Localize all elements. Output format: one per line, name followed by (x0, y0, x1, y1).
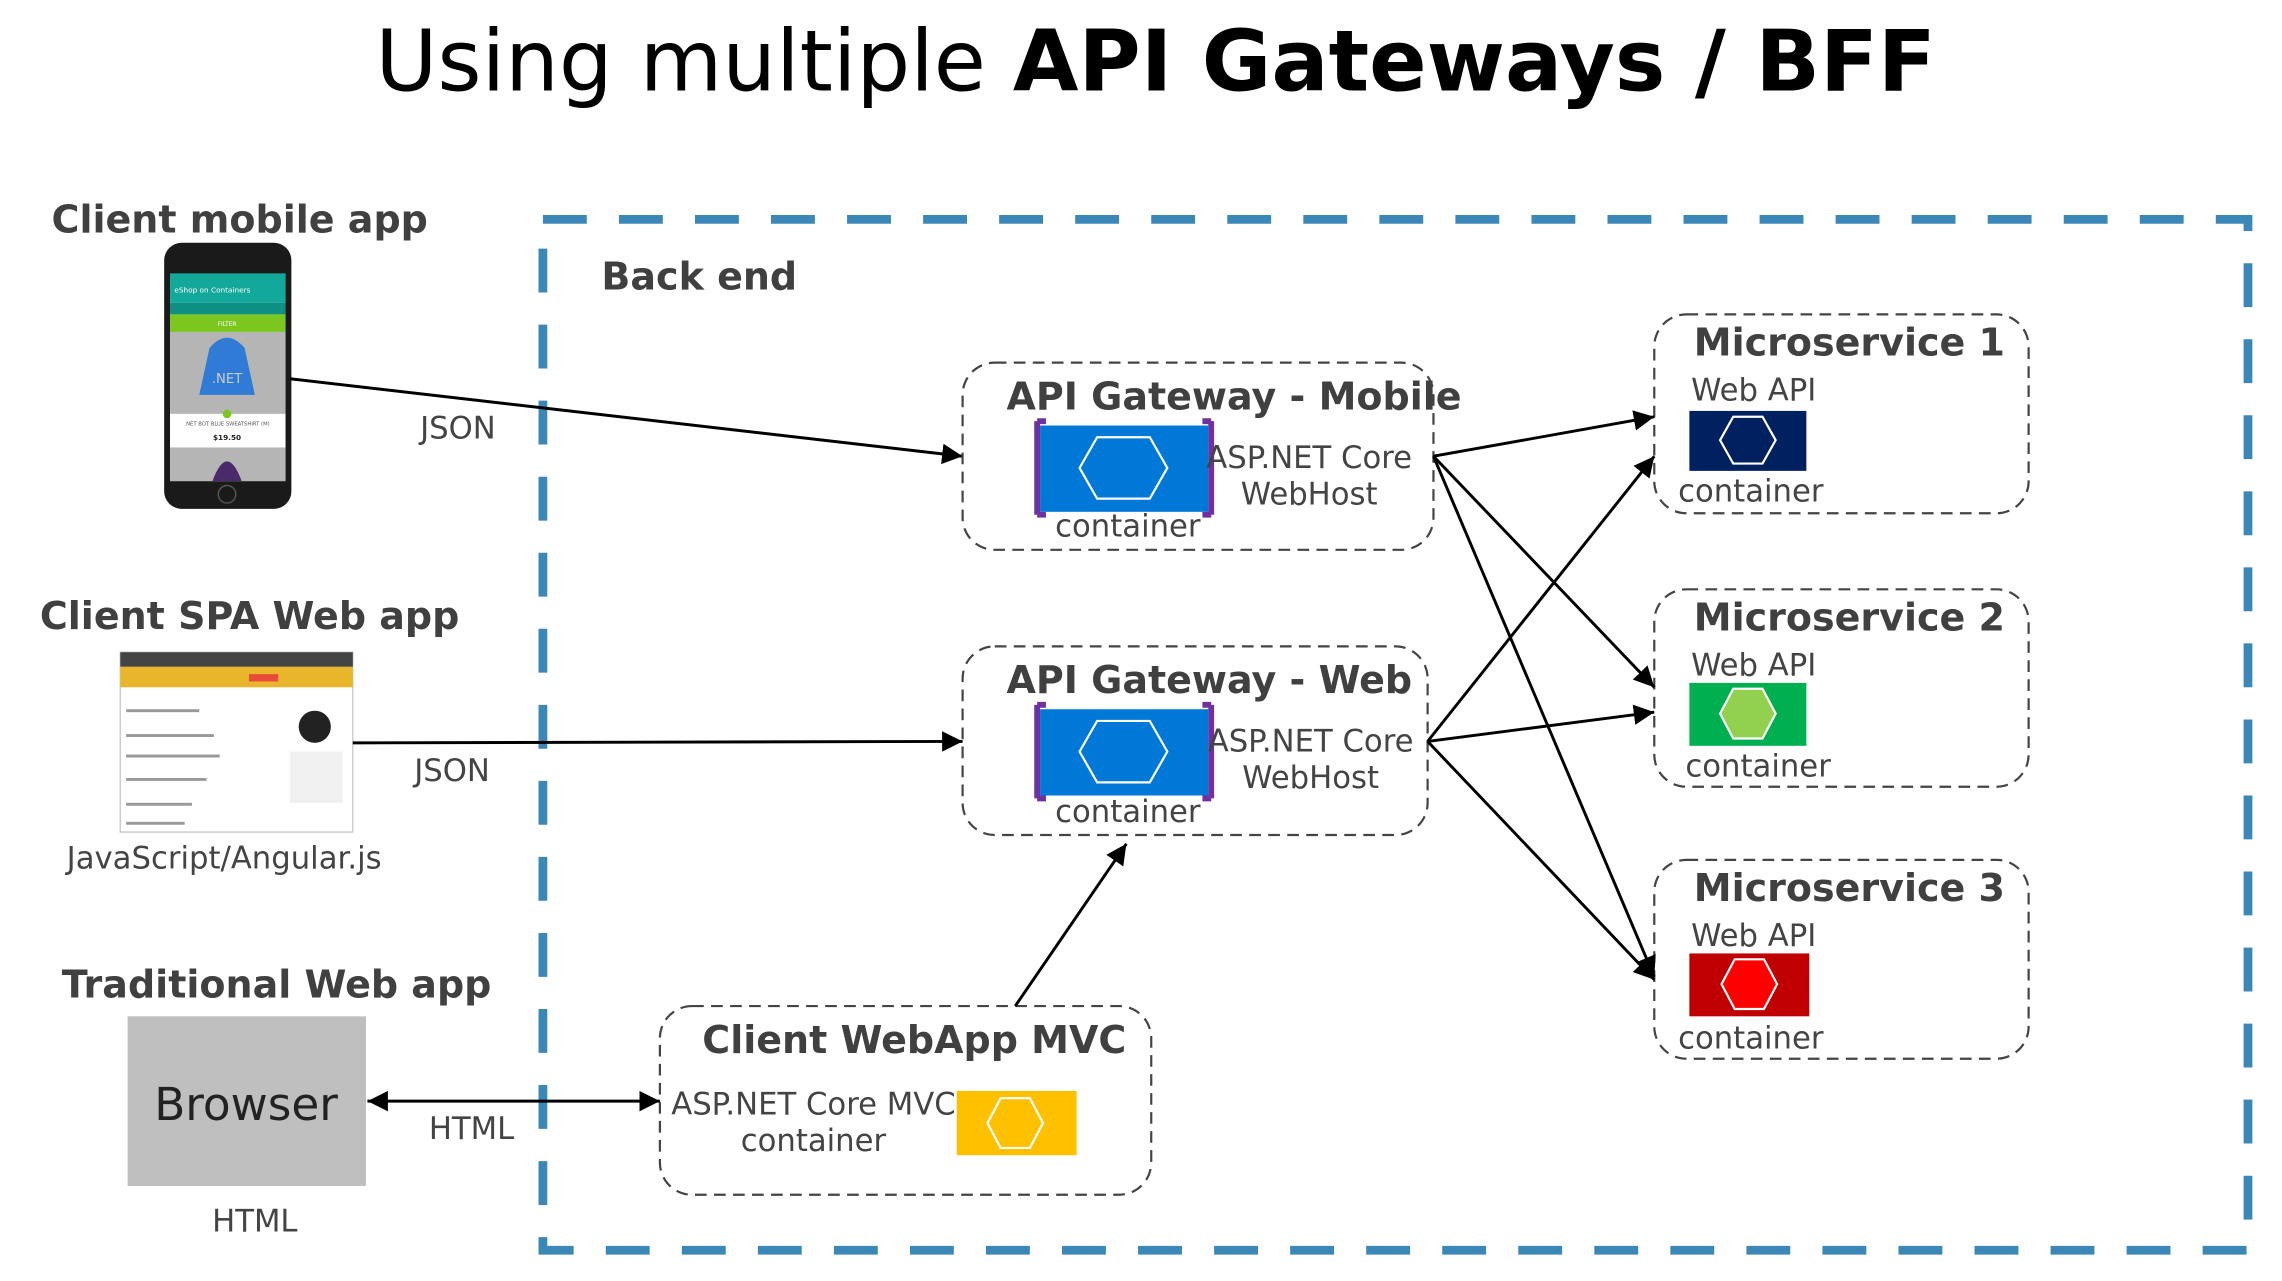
browser-label: Browser (154, 1078, 338, 1131)
svg-text:Microservice 1: Microservice 1 (1694, 320, 2005, 364)
arrow-gww-ms2 (1427, 704, 1655, 743)
backend-boundary (538, 214, 2253, 1255)
browser-caption: HTML (212, 1204, 297, 1239)
hexagon-icon (1720, 958, 1779, 1011)
svg-text:.NET: .NET (212, 372, 243, 387)
container-icon (1034, 418, 1215, 518)
arrow-gww-ms3 (1426, 740, 1656, 981)
arrow-mobile-to-gateway (289, 377, 963, 465)
traditional-label: Traditional Web app (62, 962, 492, 1006)
svg-text:$19.50: $19.50 (213, 433, 241, 442)
arrow-gww-ms1 (1426, 455, 1656, 743)
svg-text:Web API: Web API (1691, 374, 1816, 409)
page-title: Using multiple API Gateways / BFF (375, 13, 1935, 112)
svg-text:Web API: Web API (1691, 649, 1816, 684)
gateway-web-title: API Gateway - Web (1006, 658, 1412, 702)
arrow-mvc-to-gateway-web (1014, 842, 1128, 1007)
microservice-2: Microservice 2 Web API container (1653, 588, 2030, 788)
gateway-mobile: API Gateway - Mobile container ASP.NET C… (961, 361, 1462, 551)
client-mobile-label: Client mobile app (52, 198, 428, 242)
arrow-spa-to-gateway (352, 731, 963, 752)
svg-text:container: container (1055, 795, 1201, 830)
microservice-3: Microservice 3 Web API container (1653, 858, 2030, 1060)
arrow-gwm-ms3 (1432, 455, 1656, 978)
svg-text:ASP.NET Core: ASP.NET Core (1208, 725, 1414, 760)
svg-text:container: container (1678, 1021, 1824, 1056)
gateway-mobile-title: API Gateway - Mobile (1006, 374, 1461, 418)
spa-screenshot-image (119, 651, 354, 833)
arrow-gwm-ms1 (1433, 410, 1655, 458)
arrow-gwm-ms2 (1432, 455, 1656, 689)
svg-text:.NET BOT BLUE SWEATSHIRT (M): .NET BOT BLUE SWEATSHIRT (M) (184, 422, 269, 428)
svg-text:ASP.NET Core: ASP.NET Core (1206, 441, 1412, 476)
svg-text:WebHost: WebHost (1241, 478, 1378, 513)
container-icon (1034, 701, 1215, 802)
svg-text:Microservice 2: Microservice 2 (1694, 595, 2005, 639)
svg-text:Web API: Web API (1691, 919, 1816, 954)
json-label-mobile: JSON (418, 412, 496, 447)
svg-text:container: container (741, 1124, 887, 1159)
svg-text:ASP.NET Core MVC: ASP.NET Core MVC (671, 1087, 955, 1122)
html-label: HTML (429, 1112, 514, 1147)
json-label-spa: JSON (412, 754, 490, 789)
gateway-arrows (1426, 410, 1656, 981)
gateway-web: API Gateway - Web container ASP.NET Core… (961, 645, 1429, 837)
svg-text:Microservice 3: Microservice 3 (1694, 866, 2005, 910)
svg-text:WebHost: WebHost (1242, 761, 1379, 796)
microservice-1: Microservice 1 Web API container (1653, 313, 2030, 515)
hexagon-icon (986, 1097, 1045, 1150)
client-webapp-mvc: Client WebApp MVC ASP.NET Core MVC conta… (658, 1004, 1153, 1196)
container-icon (956, 1090, 1077, 1156)
hexagon-icon (1718, 415, 1777, 465)
spa-caption: JavaScript/Angular.js (65, 842, 382, 877)
phone-image: eShop on Containers FILTER .NET .NET BOT… (164, 242, 292, 509)
hexagon-icon (1078, 436, 1169, 500)
hexagon-icon (1078, 719, 1169, 784)
svg-text:eShop on Containers: eShop on Containers (174, 285, 250, 294)
svg-text:Client WebApp MVC: Client WebApp MVC (702, 1018, 1126, 1062)
svg-text:container: container (1678, 475, 1824, 510)
svg-text:container: container (1685, 749, 1831, 784)
hexagon-icon (1718, 687, 1777, 740)
svg-text:container: container (1055, 510, 1201, 545)
client-spa-label: Client SPA Web app (40, 594, 460, 638)
backend-label: Back end (601, 255, 797, 299)
browser-box (127, 1016, 366, 1186)
svg-text:FILTER: FILTER (218, 322, 237, 328)
